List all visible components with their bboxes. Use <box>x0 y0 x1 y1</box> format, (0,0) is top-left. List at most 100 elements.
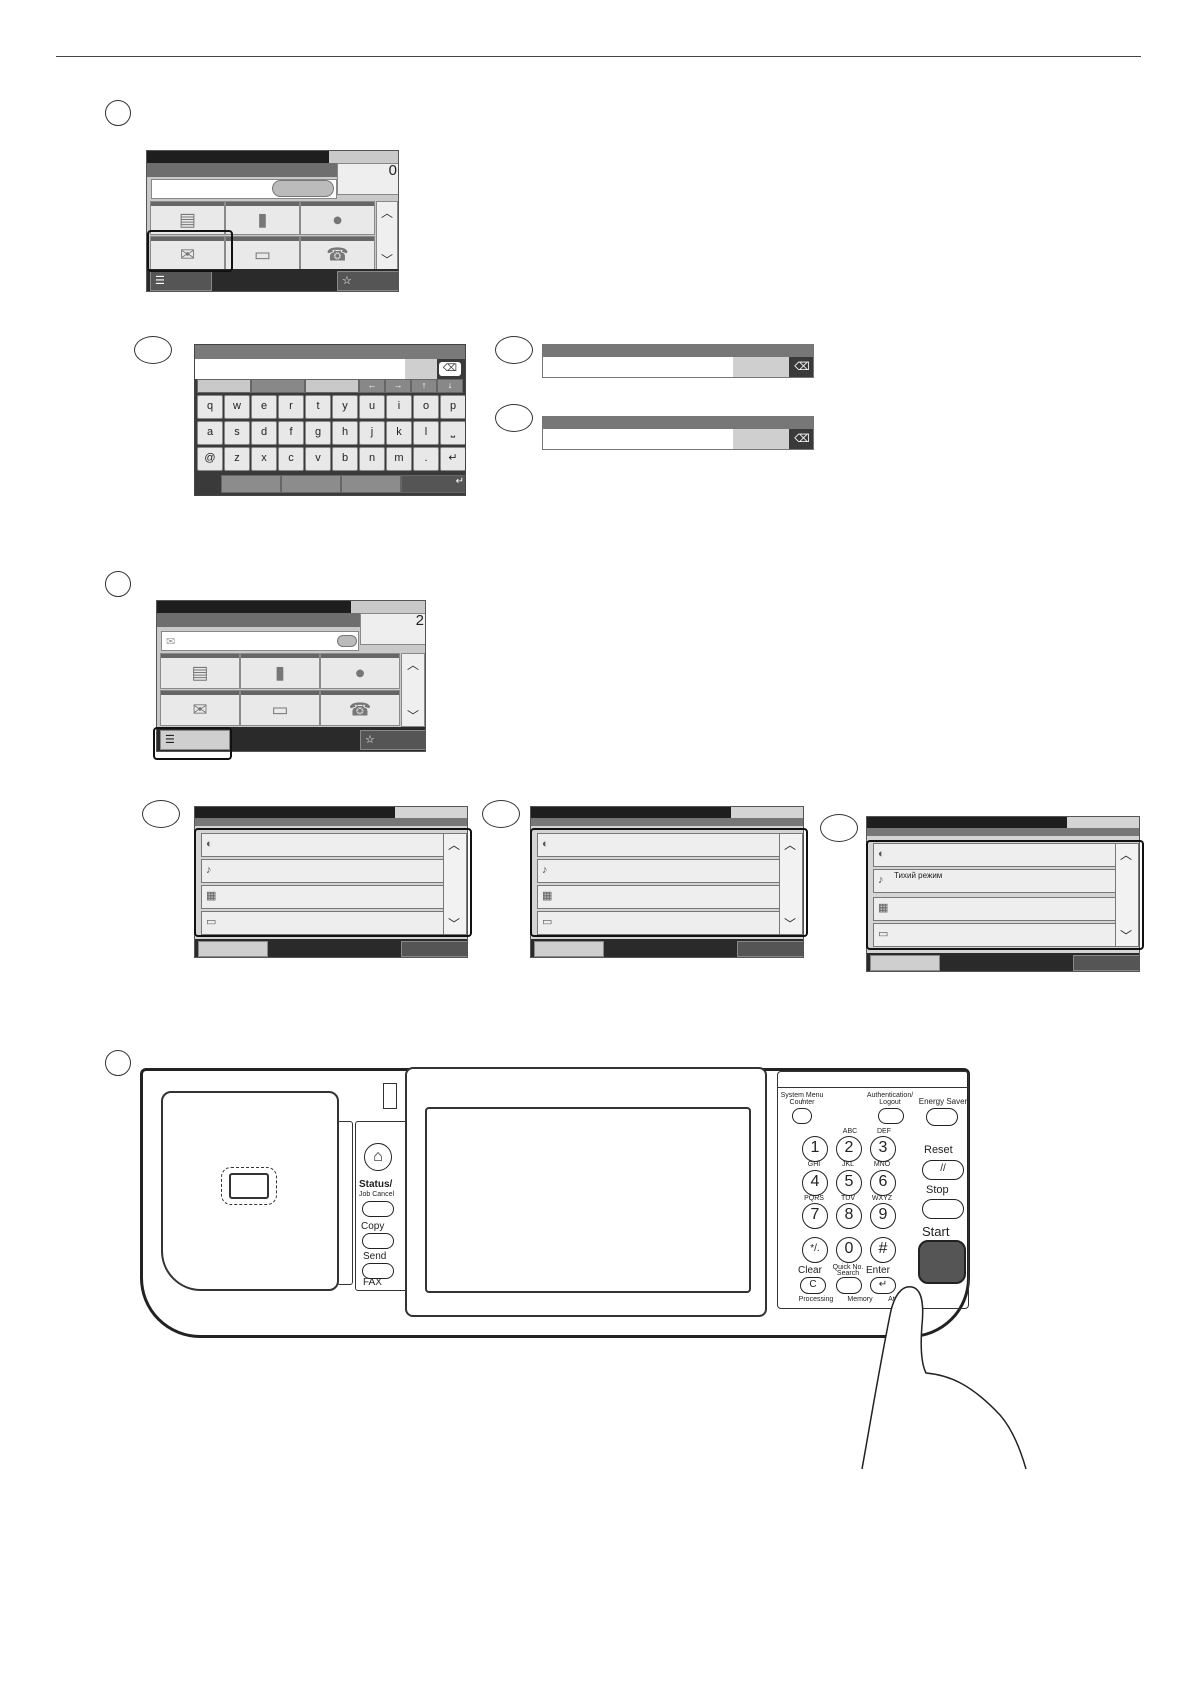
copy-button[interactable] <box>362 1233 394 1249</box>
tile-box[interactable]: ▮ <box>240 653 320 689</box>
destination-button[interactable] <box>272 180 334 197</box>
key[interactable]: r <box>278 395 304 419</box>
chevron-down-icon[interactable]: ﹀ <box>406 709 419 723</box>
backspace-icon[interactable]: ⌫ <box>789 429 813 449</box>
tile-fax[interactable]: ☎ <box>300 236 375 270</box>
list-scrollbar[interactable]: ︿ ﹀ <box>1115 843 1139 947</box>
backspace-icon[interactable]: ⌫ <box>439 362 461 376</box>
key[interactable]: x <box>251 447 277 471</box>
list-footer-left-button[interactable] <box>534 941 604 957</box>
list-item[interactable]: ◐ <box>537 833 799 857</box>
keyboard-ok-button[interactable]: ↵ <box>401 475 465 493</box>
keyboard-func-2[interactable] <box>281 475 341 493</box>
list-footer-right-button[interactable] <box>1073 955 1139 971</box>
arrow-right-key[interactable]: → <box>385 379 411 393</box>
key[interactable]: g <box>305 421 331 445</box>
list-footer-right-button[interactable] <box>401 941 467 957</box>
list-scrollbar[interactable]: ︿ ﹀ <box>443 833 467 935</box>
list-footer-left-button[interactable] <box>870 955 940 971</box>
key-5[interactable]: 5 <box>836 1170 862 1196</box>
list-scrollbar[interactable]: ︿ ﹀ <box>779 833 803 935</box>
key[interactable]: u <box>359 395 385 419</box>
quick-search-button[interactable] <box>836 1277 862 1294</box>
keyboard-mode-1[interactable] <box>197 379 251 393</box>
arrow-left-key[interactable]: ← <box>359 379 385 393</box>
chevron-up-icon[interactable]: ︿ <box>380 206 393 220</box>
key-2[interactable]: 2 <box>836 1136 862 1162</box>
tile-printer[interactable]: ● <box>320 653 400 689</box>
key[interactable]: a <box>197 421 223 445</box>
key[interactable]: l <box>413 421 439 445</box>
list-item[interactable]: ◐ <box>201 833 463 857</box>
key-6[interactable]: 6 <box>870 1170 896 1196</box>
list-item[interactable]: ◐ <box>873 843 1135 867</box>
list-item[interactable]: ▦ <box>537 885 799 909</box>
tile-printer[interactable]: ● <box>300 201 375 235</box>
chevron-down-icon[interactable]: ﹀ <box>1120 929 1133 943</box>
keyboard-mode-3[interactable] <box>305 379 359 393</box>
key[interactable]: z <box>224 447 250 471</box>
tile-scrollbar[interactable]: ︿ ﹀ <box>401 653 425 727</box>
list-item[interactable]: ▦ <box>201 885 463 909</box>
tile-box[interactable]: ▮ <box>225 201 300 235</box>
program-list-button[interactable]: ☰ <box>150 271 212 291</box>
destination-button[interactable] <box>337 635 357 647</box>
energy-saver-button[interactable] <box>926 1108 958 1126</box>
home-icon[interactable]: ⌂ <box>364 1143 392 1171</box>
tile-send[interactable]: ✉ <box>150 236 225 270</box>
list-footer-right-button[interactable] <box>737 941 803 957</box>
list-item-quiet-mode[interactable]: ♪Тихий режим <box>873 869 1135 893</box>
key[interactable]: c <box>278 447 304 471</box>
tile-copy[interactable]: ▤ <box>160 653 240 689</box>
space-key[interactable]: ⎵ <box>440 421 465 445</box>
chevron-up-icon[interactable]: ︿ <box>406 658 419 672</box>
key-1[interactable]: 1 <box>802 1136 828 1162</box>
favorites-button[interactable]: ☆ <box>337 271 398 291</box>
chevron-up-icon[interactable]: ︿ <box>784 838 797 852</box>
send-button[interactable] <box>362 1263 394 1279</box>
key-7[interactable]: 7 <box>802 1203 828 1229</box>
chevron-up-icon[interactable]: ︿ <box>1120 848 1133 862</box>
key[interactable]: i <box>386 395 412 419</box>
main-touch-screen[interactable] <box>425 1107 751 1293</box>
chevron-down-icon[interactable]: ﹀ <box>784 917 797 931</box>
entry-field[interactable] <box>543 429 733 449</box>
keyboard-func-1[interactable] <box>221 475 281 493</box>
enter-button[interactable]: ↵ <box>870 1277 896 1294</box>
tile-copy[interactable]: ▤ <box>150 201 225 235</box>
entry-field[interactable] <box>543 357 733 377</box>
key[interactable]: e <box>251 395 277 419</box>
key[interactable]: t <box>305 395 331 419</box>
destination-field[interactable]: ✉ <box>161 631 359 651</box>
list-item[interactable]: ▦ <box>873 897 1135 921</box>
backspace-icon[interactable]: ⌫ <box>789 357 813 377</box>
tile-fax[interactable]: ☎ <box>320 690 400 726</box>
reset-button[interactable]: // <box>922 1160 964 1180</box>
key[interactable]: s <box>224 421 250 445</box>
key[interactable]: d <box>251 421 277 445</box>
program-list-button[interactable]: ☰ <box>160 730 230 750</box>
status-job-cancel-button[interactable] <box>362 1201 394 1217</box>
keyboard-input-field[interactable] <box>195 359 405 379</box>
chevron-up-icon[interactable]: ︿ <box>448 838 461 852</box>
tile-document[interactable]: ▭ <box>240 690 320 726</box>
key-8[interactable]: 8 <box>836 1203 862 1229</box>
key[interactable]: j <box>359 421 385 445</box>
key[interactable]: y <box>332 395 358 419</box>
chevron-down-icon[interactable]: ﹀ <box>448 917 461 931</box>
logout-button[interactable] <box>878 1108 904 1124</box>
keyboard-func-3[interactable] <box>341 475 401 493</box>
key[interactable]: v <box>305 447 331 471</box>
key-star[interactable]: */. <box>802 1237 828 1263</box>
key[interactable]: f <box>278 421 304 445</box>
key[interactable]: o <box>413 395 439 419</box>
favorites-button[interactable]: ☆ <box>360 730 425 750</box>
arrow-down-key[interactable]: ↓ <box>437 379 463 393</box>
list-item[interactable]: ♪ <box>537 859 799 883</box>
list-item[interactable]: ▭ <box>201 911 463 935</box>
key-9[interactable]: 9 <box>870 1203 896 1229</box>
enter-key[interactable]: ↵ <box>440 447 465 471</box>
key[interactable]: n <box>359 447 385 471</box>
system-menu-button[interactable] <box>792 1108 812 1124</box>
list-item[interactable]: ▭ <box>537 911 799 935</box>
